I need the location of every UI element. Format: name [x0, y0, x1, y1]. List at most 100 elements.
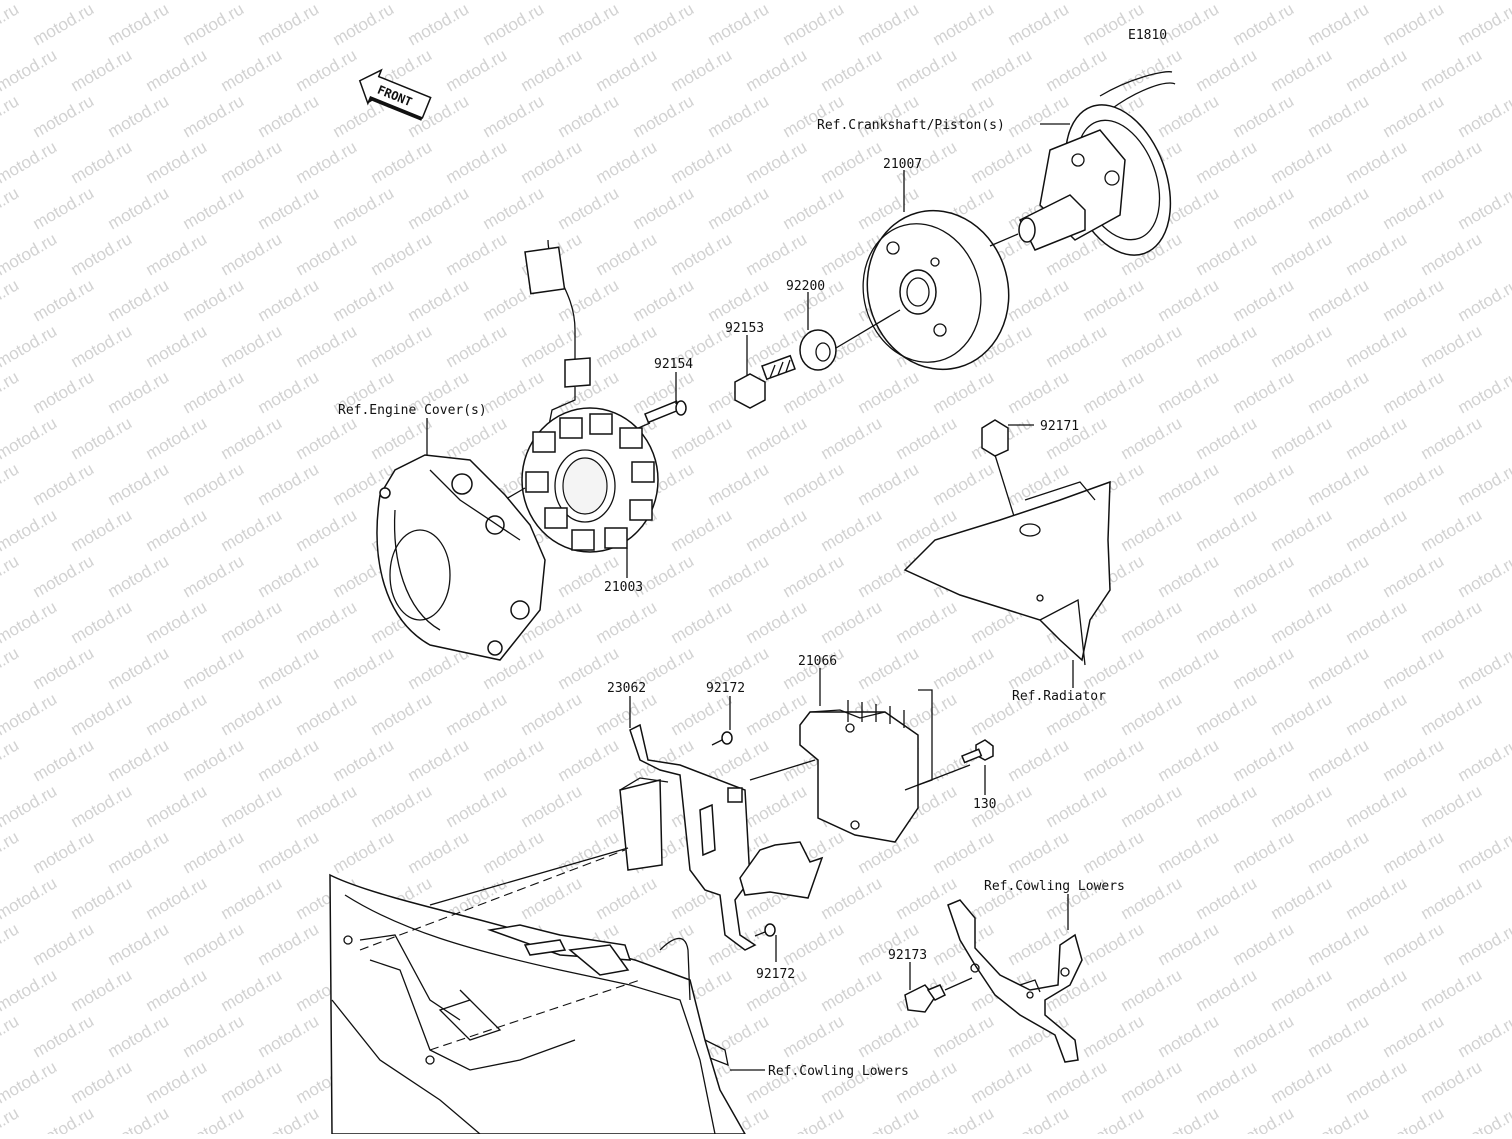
watermark-text: motod.ru	[930, 367, 998, 417]
watermark-text: motod.ru	[1380, 183, 1448, 233]
watermark-text: motod.ru	[1230, 183, 1298, 233]
watermark-text: motod.ru	[705, 183, 773, 233]
label-21066: 21066	[798, 654, 837, 669]
watermark-text: motod.ru	[555, 0, 623, 49]
diagram-code: E1810	[1128, 28, 1167, 43]
watermark-text: motod.ru	[743, 413, 811, 463]
watermark-text: motod.ru	[218, 0, 286, 3]
watermark-text: motod.ru	[1118, 597, 1186, 647]
watermark-text: motod.ru	[143, 781, 211, 831]
watermark-text: motod.ru	[1268, 45, 1336, 95]
label-130: 130	[973, 797, 996, 812]
watermark-text: motod.ru	[368, 229, 436, 279]
watermark-text: motod.ru	[1268, 0, 1336, 3]
watermark-text: motod.ru	[0, 0, 22, 49]
watermark-text: motod.ru	[1155, 551, 1223, 601]
watermark-text: motod.ru	[893, 597, 961, 647]
watermark-text: motod.ru	[1455, 367, 1512, 417]
watermark-text: motod.ru	[1193, 873, 1261, 923]
watermark-text: motod.ru	[705, 1011, 773, 1061]
watermark-text: motod.ru	[405, 735, 473, 785]
watermark-text: motod.ru	[1005, 827, 1073, 877]
watermark-text: motod.ru	[218, 1057, 286, 1107]
watermark-text: motod.ru	[968, 45, 1036, 95]
watermark-text: motod.ru	[30, 919, 98, 969]
watermark-text: motod.ru	[68, 0, 136, 3]
watermark-text: motod.ru	[818, 505, 886, 555]
watermark-text: motod.ru	[893, 873, 961, 923]
watermark-text: motod.ru	[443, 781, 511, 831]
watermark-text: motod.ru	[1005, 0, 1073, 49]
watermark-text: motod.ru	[1343, 965, 1411, 1015]
watermark-text: motod.ru	[1455, 183, 1512, 233]
watermark-text: motod.ru	[1043, 321, 1111, 371]
watermark-text: motod.ru	[630, 275, 698, 325]
watermark-text: motod.ru	[180, 1011, 248, 1061]
watermark-text: motod.ru	[1380, 367, 1448, 417]
watermark-text: motod.ru	[405, 183, 473, 233]
watermark-text: motod.ru	[0, 965, 60, 1015]
watermark-text: motod.ru	[68, 1057, 136, 1107]
watermark-text: motod.ru	[1155, 459, 1223, 509]
watermark-text: motod.ru	[1305, 1103, 1373, 1134]
watermark-text: motod.ru	[593, 689, 661, 739]
label-23062: 23062	[607, 681, 646, 696]
watermark-text: motod.ru	[255, 0, 323, 49]
watermark-text: motod.ru	[143, 1057, 211, 1107]
watermark-text: motod.ru	[780, 919, 848, 969]
watermark-text: motod.ru	[1380, 1103, 1448, 1134]
watermark-text: motod.ru	[555, 735, 623, 785]
watermark-text: motod.ru	[1380, 1011, 1448, 1061]
watermark-text: motod.ru	[0, 367, 22, 417]
watermark-text: motod.ru	[1343, 597, 1411, 647]
watermark-text: motod.ru	[30, 367, 98, 417]
watermark-text: motod.ru	[1043, 1057, 1111, 1107]
watermark-text: motod.ru	[30, 91, 98, 141]
watermark-text: motod.ru	[405, 0, 473, 49]
watermark-text: motod.ru	[1118, 45, 1186, 95]
watermark-text: motod.ru	[1230, 551, 1298, 601]
watermark-text: motod.ru	[330, 0, 398, 49]
watermark-text: motod.ru	[593, 137, 661, 187]
label-92154: 92154	[654, 357, 693, 372]
watermark-text: motod.ru	[255, 551, 323, 601]
watermark-text: motod.ru	[818, 597, 886, 647]
watermark-text: motod.ru	[593, 597, 661, 647]
watermark-text: motod.ru	[1043, 45, 1111, 95]
watermark-text: motod.ru	[143, 965, 211, 1015]
watermark-text: motod.ru	[443, 0, 511, 3]
watermark-text: motod.ru	[1155, 367, 1223, 417]
watermark-text: motod.ru	[0, 91, 22, 141]
watermark-text: motod.ru	[593, 0, 661, 3]
watermark-text: motod.ru	[668, 137, 736, 187]
watermark-text: motod.ru	[255, 367, 323, 417]
watermark-text: motod.ru	[1455, 275, 1512, 325]
watermark-text: motod.ru	[743, 45, 811, 95]
watermark-text: motod.ru	[1193, 505, 1261, 555]
watermark-text: motod.ru	[1305, 183, 1373, 233]
watermark-text: motod.ru	[780, 0, 848, 49]
watermark-text: motod.ru	[855, 643, 923, 693]
watermark-text: motod.ru	[630, 0, 698, 49]
watermark-text: motod.ru	[68, 137, 136, 187]
watermark-text: motod.ru	[255, 735, 323, 785]
watermark-text: motod.ru	[330, 643, 398, 693]
watermark-text: motod.ru	[1343, 137, 1411, 187]
watermark-text: motod.ru	[143, 873, 211, 923]
watermark-text: motod.ru	[1230, 459, 1298, 509]
watermark-text: motod.ru	[1305, 367, 1373, 417]
watermark-text: motod.ru	[1343, 505, 1411, 555]
watermark-text: motod.ru	[218, 413, 286, 463]
watermark-text: motod.ru	[1080, 1011, 1148, 1061]
watermark-text: motod.ru	[593, 873, 661, 923]
watermark-text: motod.ru	[1268, 1057, 1336, 1107]
watermark-text: motod.ru	[293, 45, 361, 95]
watermark-text: motod.ru	[0, 643, 22, 693]
watermark-text: motod.ru	[0, 505, 60, 555]
watermark-text: motod.ru	[143, 137, 211, 187]
label-92172-top: 92172	[706, 681, 745, 696]
watermark-text: motod.ru	[1005, 275, 1073, 325]
watermark-text: motod.ru	[1380, 275, 1448, 325]
watermark-text: motod.ru	[405, 827, 473, 877]
